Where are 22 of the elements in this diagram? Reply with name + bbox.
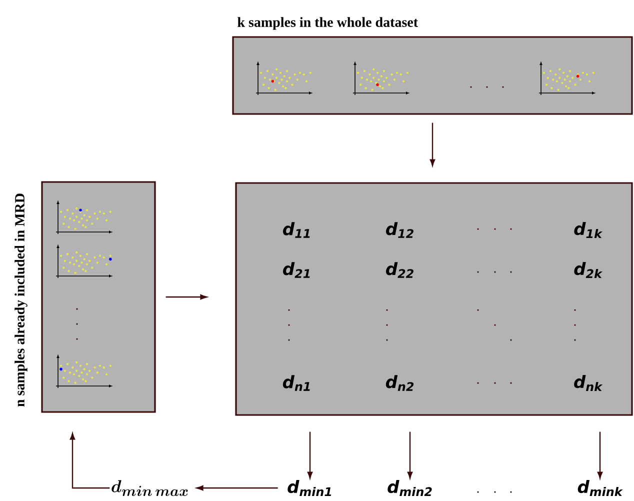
- distance-label: $d_{min\,max}$: [112, 480, 188, 496]
- arrow: [430, 122, 436, 166]
- arrow: [70, 432, 110, 489]
- box-heading: k samples in the whole dataset: [238, 17, 418, 30]
- matrix-entry: d$_{22}$: [386, 262, 414, 278]
- matrix-entry: d$_{n1}$: [282, 375, 310, 391]
- matrix-entry: d$_{nk}$: [574, 375, 603, 391]
- matrix-entry: d$_{2k}$: [574, 262, 603, 278]
- distance-label: d$_{min2}$: [388, 480, 432, 496]
- distance-label: d$_{mink}$: [578, 480, 623, 496]
- distance-label: d$_{min1}$: [288, 480, 332, 496]
- matrix-entry: d$_{11}$: [283, 222, 310, 238]
- matrix-entry: d$_{n2}$: [386, 375, 414, 391]
- arrow: [166, 294, 208, 300]
- matrix-entry: d$_{1k}$: [574, 222, 603, 238]
- matrix-entry: d$_{12}$: [386, 222, 414, 238]
- arrow: [307, 432, 313, 479]
- arrow: [597, 432, 603, 479]
- arrow: [196, 485, 278, 491]
- matrix-entry: d$_{21}$: [283, 262, 310, 278]
- arrow: [407, 432, 413, 479]
- box-heading: n samples already included in MRD: [14, 194, 28, 407]
